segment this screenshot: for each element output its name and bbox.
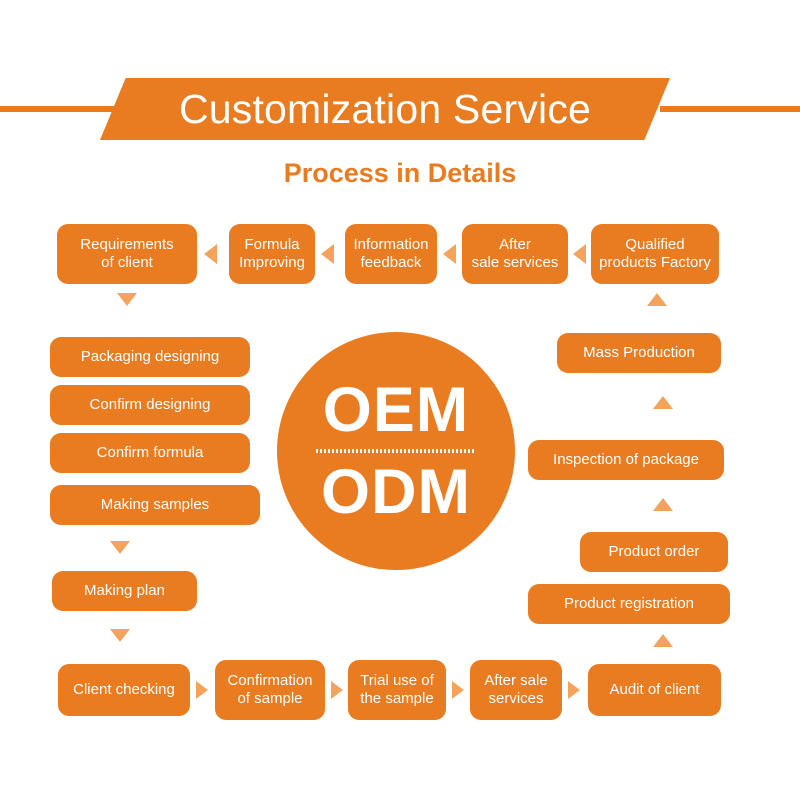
arrow-up-icon-right-1 [653,634,673,647]
banner-rule-right [660,106,800,112]
arrow-up-icon-right-4 [647,293,667,306]
node-product-order[interactable]: Product order [580,532,728,572]
node-making-plan[interactable]: Making plan [52,571,197,611]
arrow-down-icon-left-2 [110,541,130,554]
header-banner: Customization Service [0,78,800,140]
node-product-registration[interactable]: Product registration [528,584,730,624]
circle-label-odm: ODM [321,457,471,527]
arrow-left-icon-top-3 [443,244,456,264]
node-inspection-of-package[interactable]: Inspection of package [528,440,724,480]
arrow-right-icon-bottom-4 [568,681,580,699]
banner-rule-left [0,106,115,112]
banner-parallelogram [100,78,670,140]
dotted-divider-line [316,449,476,453]
node-confirm-formula[interactable]: Confirm formula [50,433,250,473]
arrow-right-icon-bottom-2 [331,681,343,699]
node-confirm-designing[interactable]: Confirm designing [50,385,250,425]
node-making-samples[interactable]: Making samples [50,485,260,525]
arrow-left-icon-top-2 [321,244,334,264]
arrow-up-icon-right-2 [653,498,673,511]
node-client-checking[interactable]: Client checking [58,664,190,716]
arrow-up-icon-right-3 [653,396,673,409]
node-audit-of-client[interactable]: Audit of client [588,664,721,716]
arrow-left-icon-top-4 [573,244,586,264]
arrow-down-icon-left-3 [110,629,130,642]
arrow-left-icon-top-1 [204,244,217,264]
banner-title: Customization Service [178,85,592,132]
arrow-down-icon-left-1 [117,293,137,306]
oem-odm-circle: OEM ODM [277,332,515,570]
node-packaging-designing[interactable]: Packaging designing [50,337,250,377]
page-subtitle: Process in Details [283,158,517,188]
arrow-right-icon-bottom-3 [452,681,464,699]
circle-label-oem: OEM [322,374,470,445]
arrow-right-icon-bottom-1 [196,681,208,699]
node-mass-production[interactable]: Mass Production [557,333,721,373]
